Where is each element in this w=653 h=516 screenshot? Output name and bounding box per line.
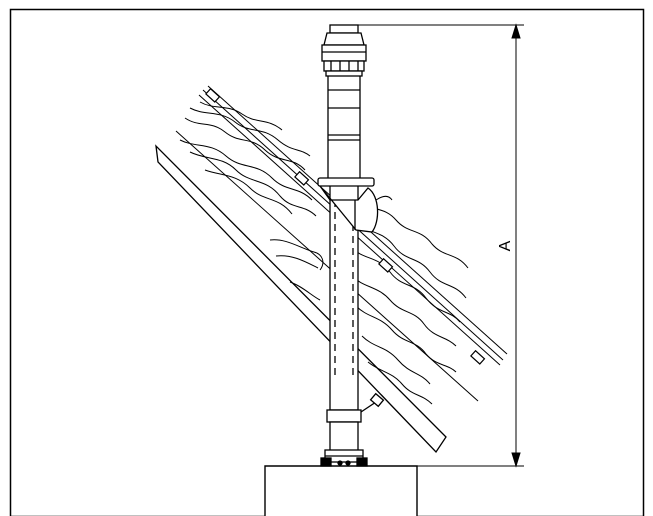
figure-frame bbox=[9, 8, 645, 516]
flue-pipe bbox=[327, 74, 361, 411]
dimension-label: A bbox=[497, 240, 514, 251]
pipe-support-bracket bbox=[326, 392, 385, 423]
roof-flashing bbox=[317, 177, 379, 233]
roof-battens bbox=[205, 87, 486, 365]
flue-base-adapter bbox=[320, 421, 368, 467]
flue-terminal-cap bbox=[321, 24, 367, 77]
dimension-a bbox=[357, 23, 524, 468]
appliance-housing bbox=[264, 465, 418, 516]
dimension-arrow-bottom bbox=[511, 452, 521, 468]
dimension-arrow-top bbox=[511, 23, 521, 39]
